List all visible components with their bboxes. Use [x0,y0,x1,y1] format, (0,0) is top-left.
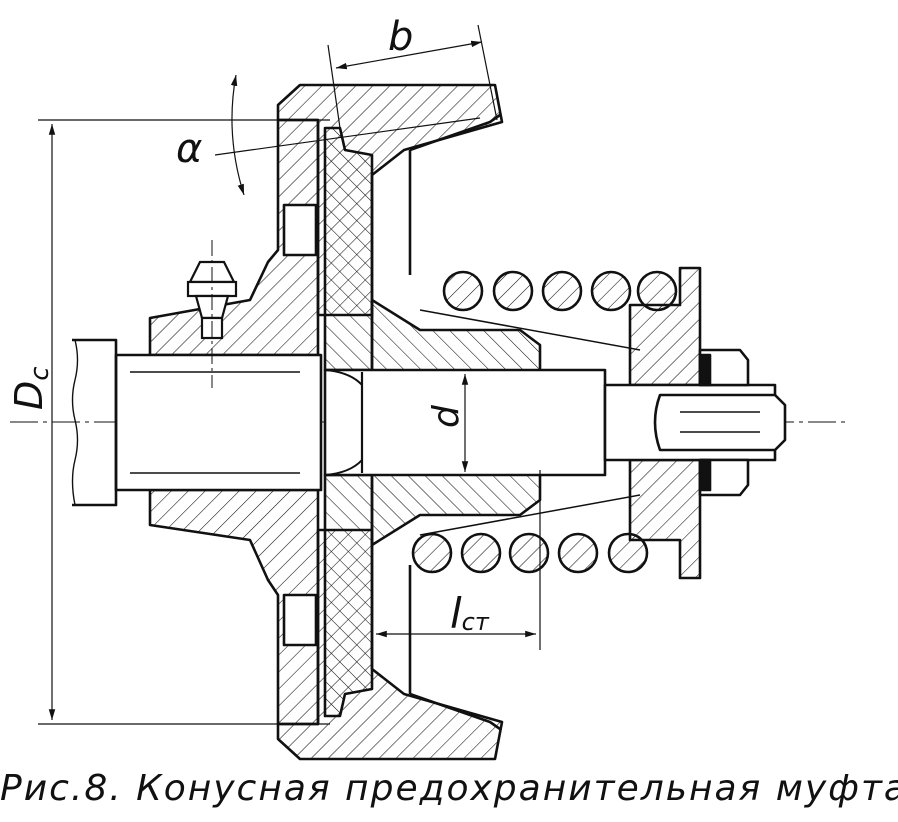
label-Dc-main: D [7,381,51,410]
label-d: d [426,404,467,428]
label-l-sub: ст [462,608,490,636]
label-d-text: d [426,404,467,428]
label-Dc: Dc [7,366,55,410]
grease-nipple [186,240,238,388]
label-alpha: α [176,126,202,172]
dimension-Dc [38,119,330,725]
label-l-st: lст [450,589,490,638]
label-b: b [388,14,413,60]
label-Dc-sub: c [25,366,55,380]
dimension-alpha [214,74,481,196]
spring-coils [411,270,678,574]
figure-caption: Рис.8. Конусная предохранительная муфта [0,768,898,809]
label-l-main: l [450,589,462,638]
dimension-l-st [371,470,541,655]
svg-text:Dc: Dc [7,366,55,410]
adjusting-nut-plate [603,266,787,580]
dimension-b [327,24,498,129]
